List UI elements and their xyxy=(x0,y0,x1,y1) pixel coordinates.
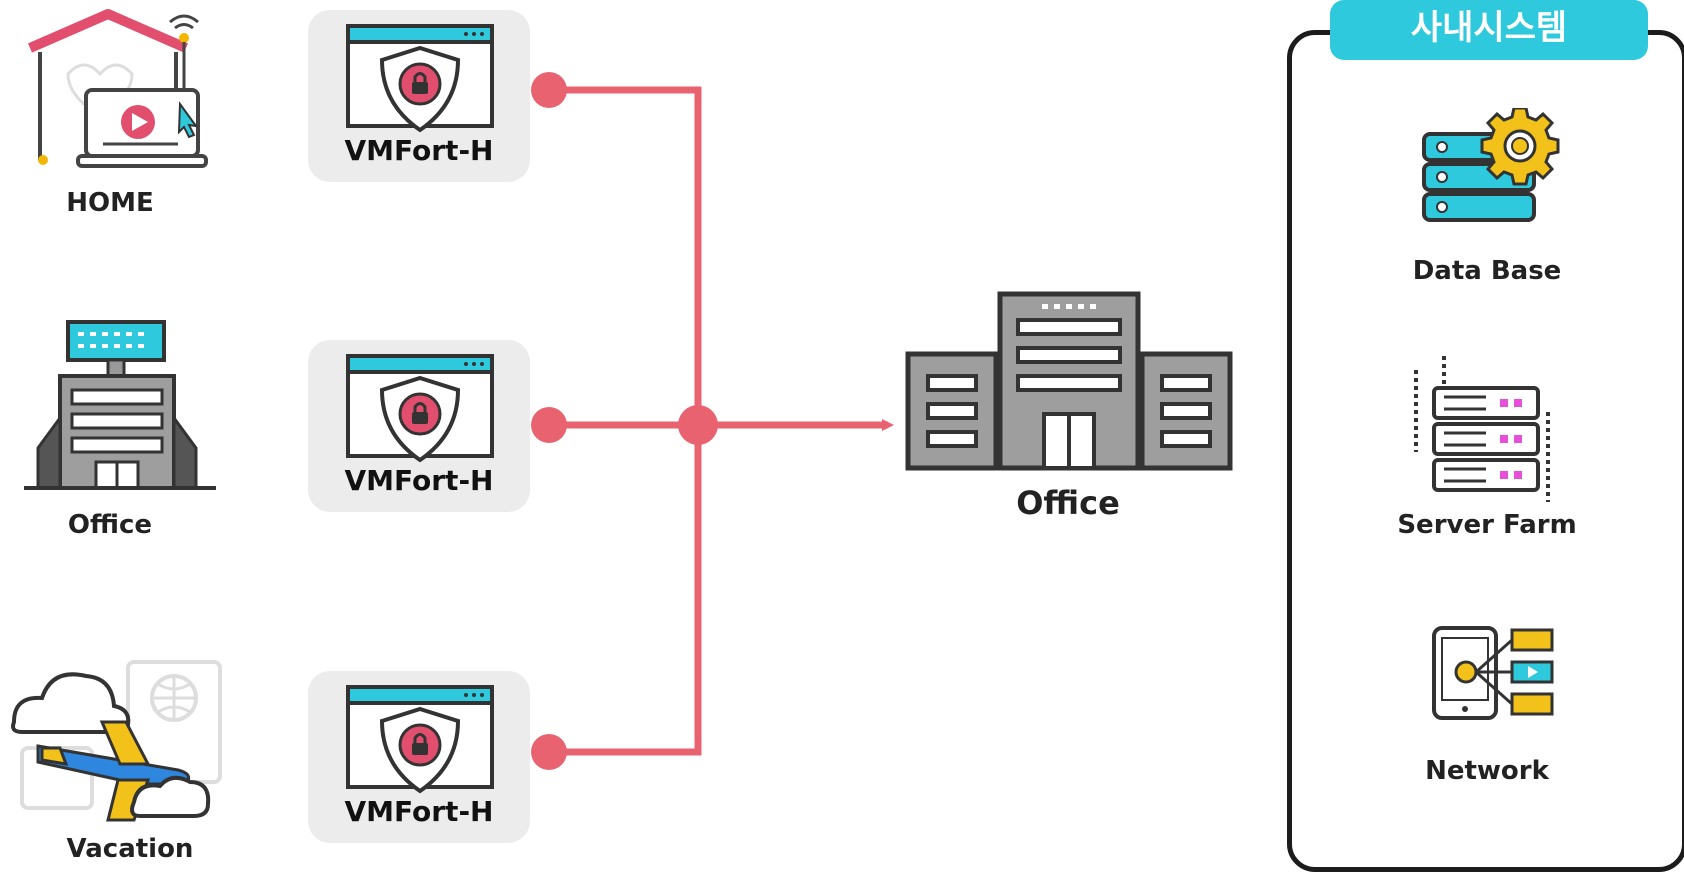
source-home-label: HOME xyxy=(66,188,154,218)
connector-dot-1 xyxy=(531,72,567,108)
item-network xyxy=(1430,624,1560,724)
source-office-label: Office xyxy=(67,510,153,540)
office-building-icon xyxy=(905,291,1233,471)
item-database-label: Data Base xyxy=(1412,256,1562,286)
shield-lock-window-icon xyxy=(346,24,494,133)
connector-dot-3 xyxy=(531,734,567,770)
source-vacation xyxy=(8,652,228,832)
airplane-vacation-icon xyxy=(11,660,222,822)
gateway-card-2: VMFort-H xyxy=(308,340,530,512)
gateway-card-1: VMFort-H xyxy=(308,10,530,182)
office-tower-icon xyxy=(24,320,216,490)
shield-lock-window-icon xyxy=(346,354,494,463)
mobile-network-icon xyxy=(1432,626,1554,720)
source-home xyxy=(8,8,218,228)
item-network-label: Network xyxy=(1425,756,1549,786)
database-gear-icon xyxy=(1422,106,1560,222)
home-laptop-icon xyxy=(28,9,208,168)
internal-system-title: 사내시스템 xyxy=(1330,0,1648,60)
connector-junction xyxy=(678,405,718,445)
connector-dot-2 xyxy=(531,407,567,443)
gateway-label-2: VMFort-H xyxy=(344,464,494,497)
gateway-card-3: VMFort-H xyxy=(308,671,530,843)
item-database xyxy=(1420,106,1570,230)
shield-lock-window-icon xyxy=(346,685,494,794)
destination-label: Office xyxy=(1016,484,1120,522)
item-server-farm-label: Server Farm xyxy=(1397,510,1577,540)
source-vacation-label: Vacation xyxy=(66,834,194,864)
item-server-farm xyxy=(1404,356,1564,506)
gateway-label-1: VMFort-H xyxy=(344,134,494,167)
gateway-label-3: VMFort-H xyxy=(344,795,494,828)
destination-office xyxy=(904,290,1234,472)
source-office xyxy=(20,318,220,498)
server-rack-icon xyxy=(1414,356,1550,502)
